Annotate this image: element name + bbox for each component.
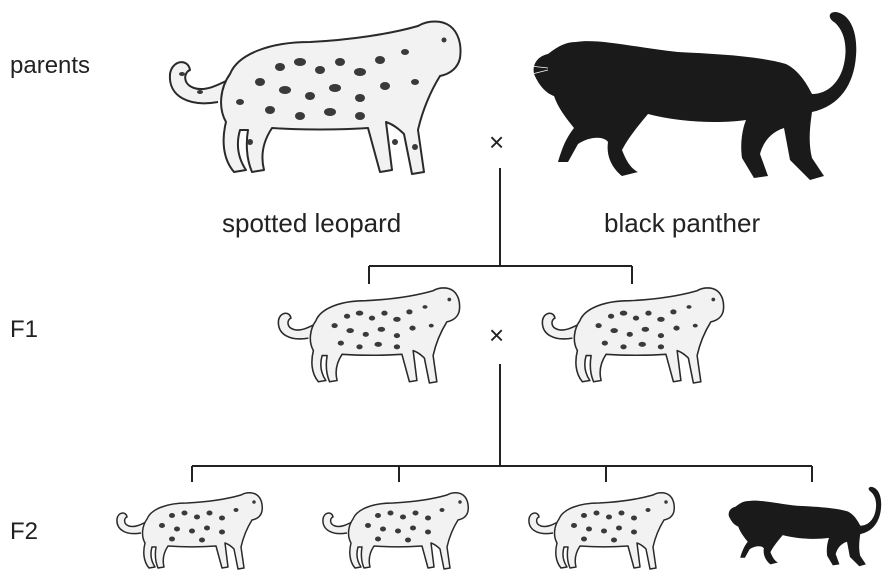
black-panther-icon xyxy=(529,12,857,180)
spotted-leopard-icon xyxy=(322,492,469,570)
spotted-leopard-icon xyxy=(277,287,461,384)
caption-black-panther: black panther xyxy=(604,208,761,238)
label-f1: F1 xyxy=(10,316,39,343)
label-parents: parents xyxy=(10,52,91,79)
spotted-leopard-icon xyxy=(528,492,675,570)
spotted-leopard-icon xyxy=(541,287,725,384)
parent-cross-symbol: × xyxy=(489,127,505,157)
spotted-leopard-icon xyxy=(116,492,263,570)
spotted-leopard-icon xyxy=(168,20,462,175)
f1-cross-symbol: × xyxy=(489,320,505,350)
caption-spotted-leopard: spotted leopard xyxy=(222,208,402,238)
black-panther-icon xyxy=(728,486,882,567)
label-f2: F2 xyxy=(10,518,39,545)
